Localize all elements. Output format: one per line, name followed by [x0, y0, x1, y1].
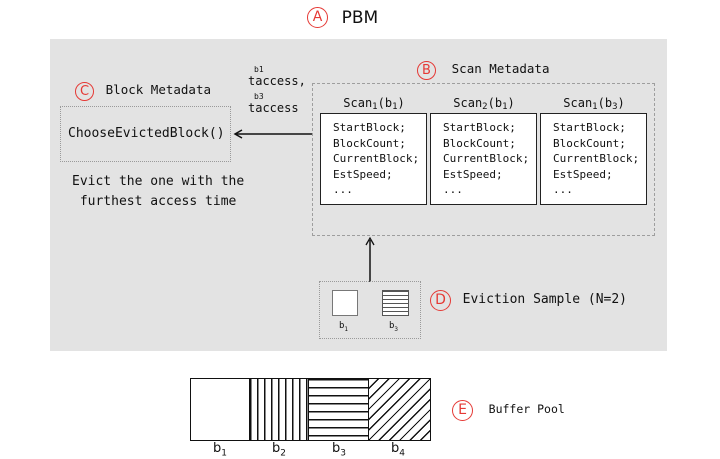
scan-heading: Scan1(b1): [343, 96, 405, 112]
eviction-note-line2: furthest access time: [79, 194, 237, 209]
s: 4: [399, 448, 405, 459]
block-sub: 1: [392, 102, 398, 112]
sup: b3: [254, 92, 264, 101]
block-sub: 1: [502, 102, 508, 112]
scan-field: ...: [333, 183, 353, 196]
access-time-b1: b1 taccess,: [248, 65, 306, 88]
block-name: b: [384, 96, 393, 110]
arrow-to-scan-metadata: [365, 236, 375, 282]
buffer-block-b4: [368, 378, 431, 441]
sample-b3-label: b3: [389, 321, 398, 333]
scan-field: CurrentBlock;: [553, 152, 640, 165]
s: 1: [344, 325, 349, 333]
sample-b3: [382, 290, 409, 316]
suffix: ,: [298, 74, 306, 88]
buffer-label-b2: b2: [272, 441, 286, 459]
block-sub: 3: [612, 102, 618, 112]
sup: b1: [254, 65, 264, 74]
scan-field: CurrentBlock;: [333, 152, 420, 165]
s: 3: [394, 325, 399, 333]
scan-field: StartBlock;: [443, 121, 516, 134]
buffer-label-b4: b4: [391, 441, 405, 459]
eviction-sample-label: Eviction Sample (N=2): [462, 292, 628, 307]
scan-sub: 1: [372, 102, 378, 112]
sample-b1: [332, 290, 358, 316]
sample-b1-label: b1: [339, 321, 348, 333]
buffer-pool-heading: E Buffer Pool: [452, 398, 565, 421]
t: b: [389, 321, 395, 331]
base: t: [248, 74, 256, 88]
buffer-label-b3: b3: [332, 441, 346, 459]
s: 1: [221, 448, 227, 459]
t: b: [213, 441, 222, 456]
scan-metadata-box: [312, 83, 655, 236]
scan-name: Scan: [453, 96, 483, 110]
s: 2: [280, 448, 286, 459]
scan-sub: 2: [482, 102, 488, 112]
scan-heading: Scan1(b3): [563, 96, 625, 112]
marker-b: B: [417, 61, 436, 80]
base: t: [248, 101, 256, 115]
t: b: [272, 441, 281, 456]
block-name: b: [494, 96, 503, 110]
s: 3: [340, 448, 346, 459]
block-metadata-box: [60, 106, 231, 162]
buffer-block-b3: [308, 378, 370, 441]
scan-field: CurrentBlock;: [443, 152, 530, 165]
scan-metadata-label: Scan Metadata: [451, 61, 550, 76]
eviction-note: Evict the one with the furthest access t…: [72, 172, 244, 212]
choose-evicted-block-function: ChooseEvictedBlock(): [68, 126, 225, 141]
scan-field: EstSpeed;: [443, 167, 503, 181]
scan-box: StartBlock; BlockCount; CurrentBlock; EstSp…: [430, 113, 537, 205]
scan-field: EstSpeed;: [333, 167, 393, 181]
eviction-sample-heading: D Eviction Sample (N=2): [430, 288, 627, 311]
scan-field: StartBlock;: [333, 121, 406, 134]
arrow-to-block-metadata: [233, 129, 312, 139]
scan-field: BlockCount;: [553, 136, 626, 150]
buffer-block-b2: [249, 378, 310, 441]
scan-field: StartBlock;: [553, 121, 626, 134]
scan-field: ...: [443, 183, 463, 196]
t: b: [391, 441, 400, 456]
access-time-b3: b3 taccess: [248, 92, 299, 115]
scan-name: Scan: [563, 96, 593, 110]
block-metadata-heading: C Block Metadata: [75, 79, 211, 101]
title-text: PBM: [341, 8, 379, 28]
marker-e: E: [452, 400, 473, 421]
eviction-sample-box: [319, 281, 421, 339]
scan-box: StartBlock; BlockCount; CurrentBlock; EstSp…: [540, 113, 647, 205]
block-metadata-label: Block Metadata: [105, 82, 211, 97]
scan-name: Scan: [343, 96, 373, 110]
scan-sub: 1: [592, 102, 598, 112]
scan-metadata-heading: B Scan Metadata: [417, 58, 549, 80]
diagram-title: A PBM: [307, 7, 378, 28]
t: b: [339, 321, 345, 331]
buffer-label-b1: b1: [213, 441, 227, 459]
scan-field: BlockCount;: [333, 136, 406, 150]
marker-d: D: [430, 290, 451, 311]
scan-field: BlockCount;: [443, 136, 516, 150]
marker-a: A: [307, 7, 328, 28]
sub: access: [255, 74, 299, 88]
sub: access: [255, 101, 299, 115]
block-name: b: [604, 96, 613, 110]
eviction-note-line1: Evict the one with the: [72, 174, 245, 189]
scan-heading: Scan2(b1): [453, 96, 515, 112]
scan-field: ...: [553, 183, 573, 196]
marker-c: C: [75, 82, 94, 101]
t: b: [332, 441, 341, 456]
buffer-pool-label: Buffer Pool: [488, 402, 565, 416]
scan-field: EstSpeed;: [553, 167, 613, 181]
buffer-block-b1: [190, 378, 251, 441]
scan-box: StartBlock; BlockCount; CurrentBlock; EstSp…: [320, 113, 427, 205]
